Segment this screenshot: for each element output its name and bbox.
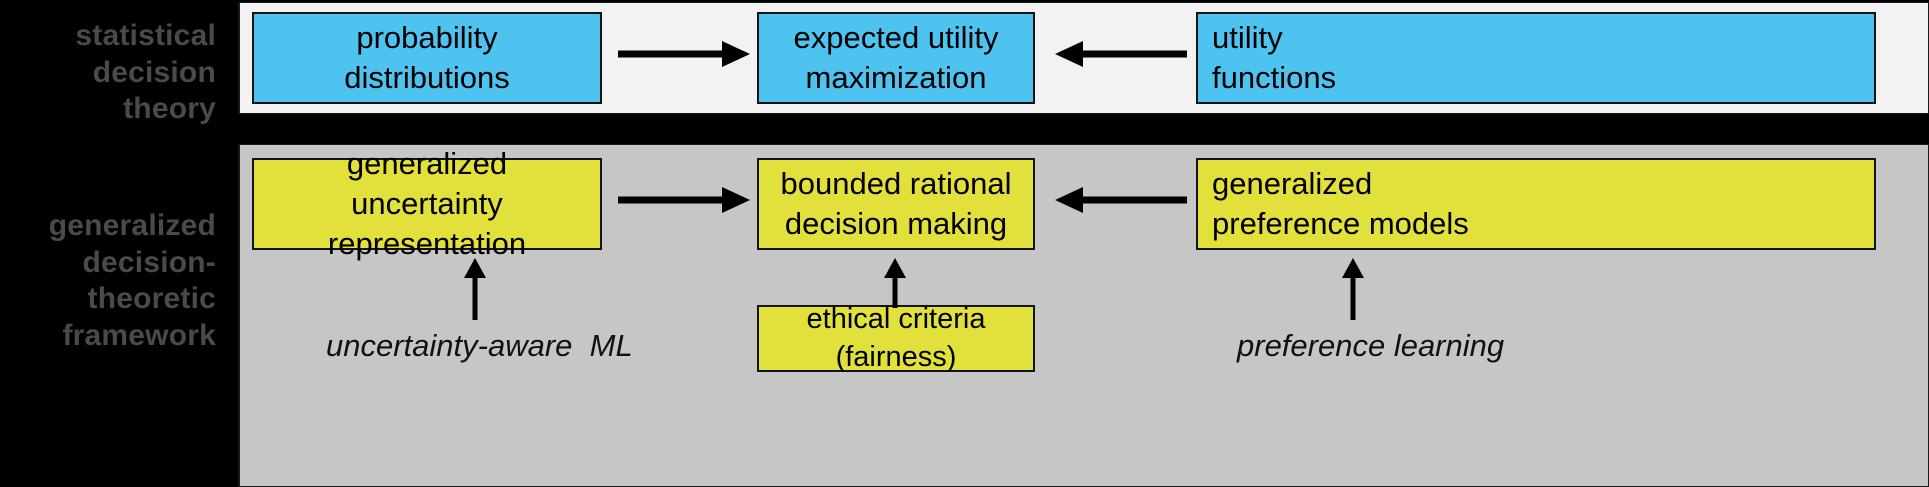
box-ethical-criteria[interactable]: ethical criteria (fairness): [757, 303, 1035, 373]
annotation-preference-learning: preference learning: [1237, 328, 1505, 363]
arrow-up-icon-ethical-criteria: [882, 258, 908, 308]
stage-label-generalized-framework: generalized decision- theoretic framewor…: [48, 209, 216, 352]
box-utility-functions[interactable]: utility functions: [1196, 12, 1876, 104]
arrow-left-icon-utility-functions-to-expected-utility: [1055, 40, 1187, 68]
box-probability-distributions[interactable]: probability distributions: [252, 12, 602, 104]
box-expected-utility-maximization[interactable]: expected utility maximization: [757, 12, 1035, 104]
box-bounded-rational-decision-making[interactable]: bounded rational decision making: [757, 158, 1035, 250]
box-generalized-uncertainty-representation[interactable]: generalized uncertainty representation: [252, 146, 602, 261]
arrow-up-icon-preference-learning: [1340, 258, 1366, 320]
annotation-uncertainty-aware-ml: uncertainty-aware ML: [326, 328, 633, 363]
arrow-left-icon-preference-models-to-bounded-rational: [1055, 186, 1187, 214]
box-generalized-preference-models[interactable]: generalized preference models: [1196, 158, 1876, 250]
arrow-up-icon-uncertainty-aware-ml: [462, 258, 488, 320]
arrow-right-icon-probability-to-expected-utility: [618, 40, 750, 68]
arrow-right-icon-uncertainty-to-bounded-rational: [618, 186, 750, 214]
stage-label-statistical-decision-theory: statistical decision theory: [75, 19, 216, 126]
